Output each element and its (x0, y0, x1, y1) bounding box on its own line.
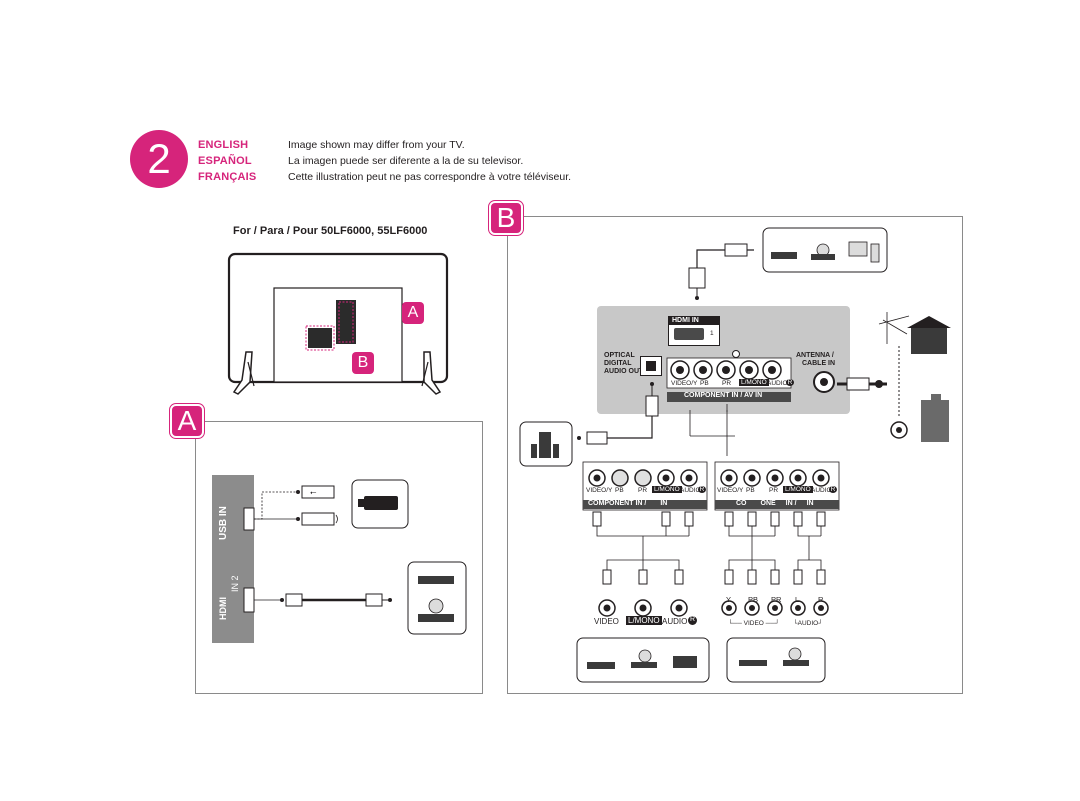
tv-marker-b: B (352, 352, 374, 374)
bottom-label-l-mono: L/MONO (626, 616, 662, 625)
jack-label-l-mono: L/MONO (739, 379, 769, 386)
camcorder-icon (673, 656, 697, 668)
tv-marker-a: A (402, 302, 424, 324)
disc-icon-bottom-left (638, 649, 652, 663)
tv-port-area-a (336, 300, 356, 344)
jack-label-video-y: VIDEO/Y (671, 380, 698, 387)
jack-label-pr: PR (722, 380, 732, 387)
hdmi-in-logo: HDMI (672, 317, 690, 324)
tv-side-port-strip (212, 475, 254, 643)
pc-tower-icon (870, 243, 880, 263)
left-jack-pr: PR (638, 487, 648, 494)
right-jack-pr: PR (769, 487, 779, 494)
tv-back-illustration (227, 252, 449, 395)
antenna-label-2: CABLE IN (802, 360, 836, 367)
laptop-icon (848, 241, 868, 257)
left-jack-video-y: VIDEO/Y (586, 487, 613, 494)
hdmi-port-icon (243, 587, 255, 613)
left-jack-r: R (698, 486, 706, 493)
left-jack-l-mono: L/MONO (652, 486, 682, 493)
usb-stick-icon (364, 496, 398, 510)
usb-plug-2-icon (301, 512, 335, 526)
bottom-label-pr: PR (771, 595, 782, 604)
svg-text:⭠: ⭠ (310, 488, 317, 497)
left-component-bar: COMPONENT IN /IN (588, 500, 668, 507)
right-jack-pb: PB (746, 487, 755, 494)
cable-building-icon (921, 400, 949, 442)
optical-label-2: DIGITAL (604, 360, 632, 367)
hdmi-plug-icon (285, 593, 303, 607)
bottom-label-r2: R (818, 595, 824, 604)
optical-label-3: AUDIO OUT (604, 368, 644, 375)
bottom-label-r: R (688, 616, 697, 625)
hdmi-device-frame (407, 561, 467, 635)
bottom-label-pb: PB (748, 595, 759, 604)
optical-port-icon (640, 356, 662, 376)
step-number: 2 (130, 130, 188, 188)
lang-francais: FRANÇAIS (198, 171, 257, 183)
hdmi-in-text: IN (691, 317, 699, 324)
jack-label-r: R (786, 379, 794, 386)
hdmi-cable-plug-top (724, 243, 748, 257)
panel-b-frame (507, 216, 963, 694)
optical-label-1: OPTICAL (604, 352, 635, 359)
right-jack-l-mono: L/MONO (783, 486, 813, 493)
hdmi-in-socket (674, 328, 704, 340)
house-antenna-icon (911, 328, 947, 354)
hdmi-in-header: HDMI IN (668, 316, 720, 325)
right-jack-r: R (829, 486, 837, 493)
caption-english: Image shown may differ from your TV. (288, 139, 465, 151)
lang-english: ENGLISH (198, 139, 249, 151)
left-jack-pb: PB (615, 487, 624, 494)
tv-stand-left (232, 351, 253, 395)
set-top-box-icon (418, 576, 454, 584)
right-jack-audio: AUDIO (811, 487, 832, 494)
panel-a-badge: A (170, 404, 204, 438)
jack-label-pb: PB (700, 380, 709, 387)
hdmi-port-number: 1 (710, 330, 714, 337)
bottom-label-audio: AUDIO (662, 617, 688, 626)
bottom-label-y: Y (726, 595, 732, 604)
vcr-icon (587, 662, 615, 669)
model-title: For / Para / Pour 50LF6000, 55LF6000 (233, 225, 428, 237)
bottom-group-video: └── VIDEO ──┘ (728, 620, 780, 627)
right-jack-video-y: VIDEO/Y (717, 487, 744, 494)
usb-in-label: USB IN (218, 506, 229, 540)
dvd-player-icon (418, 614, 454, 622)
antenna-label-1: ANTENNA / (796, 352, 834, 359)
usb-port-icon (243, 507, 255, 531)
lang-espanol: ESPAÑOL (198, 155, 252, 167)
caption-espanol: La imagen puede ser diferente a la de su… (288, 155, 524, 167)
caption-francais: Cette illustration peut ne pas correspon… (288, 171, 572, 183)
antenna-port-icon (813, 371, 835, 393)
set-top-box-bottom-icon (739, 660, 767, 666)
component-bar-label: COMPONENT IN / AV IN (684, 392, 763, 399)
panel-b-drawing (519, 227, 951, 683)
disc-icon-bottom-right (788, 647, 802, 661)
blu-ray-icon (771, 252, 797, 259)
panel-a-drawing: ⭠ (243, 479, 467, 635)
component-devices-frame (726, 637, 826, 683)
panel-b-badge: B (489, 201, 523, 235)
left-jack-audio: AUDIO (680, 487, 701, 494)
hdmi-logo-side: HDMI (218, 597, 228, 620)
bottom-label-l: L (795, 595, 800, 604)
jack-label-audio: AUDIO (767, 380, 788, 387)
disc-icon (428, 598, 444, 614)
bottom-group-audio: └AUDIO┘ (793, 620, 823, 627)
home-theater-icon (539, 432, 551, 458)
tv-port-area-b (308, 328, 332, 348)
usb-plug-icon (301, 485, 335, 499)
bottom-label-video: VIDEO (594, 617, 619, 626)
